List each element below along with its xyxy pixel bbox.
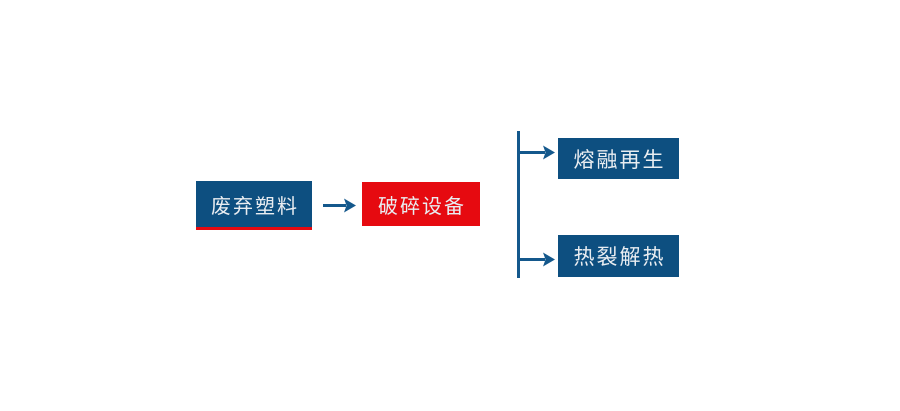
node-crushing-equipment: 破碎设备 [362,182,480,226]
node-waste-plastic: 废弃塑料 [196,181,312,230]
node-waste-plastic-label: 废弃塑料 [211,195,299,218]
branch-connector [517,131,555,278]
arrow-branch-top-icon [518,145,555,160]
node-pyrolysis-heat: 热裂解热 [558,235,679,277]
node-pyrolysis-heat-label: 热裂解热 [573,246,666,269]
arrow-right-icon [323,198,356,213]
arrow-branch-bottom-icon [518,252,555,267]
node-melt-regeneration: 熔融再生 [558,138,679,179]
node-melt-regeneration-label: 熔融再生 [573,148,666,172]
node-crushing-equipment-label: 破碎设备 [378,195,466,218]
